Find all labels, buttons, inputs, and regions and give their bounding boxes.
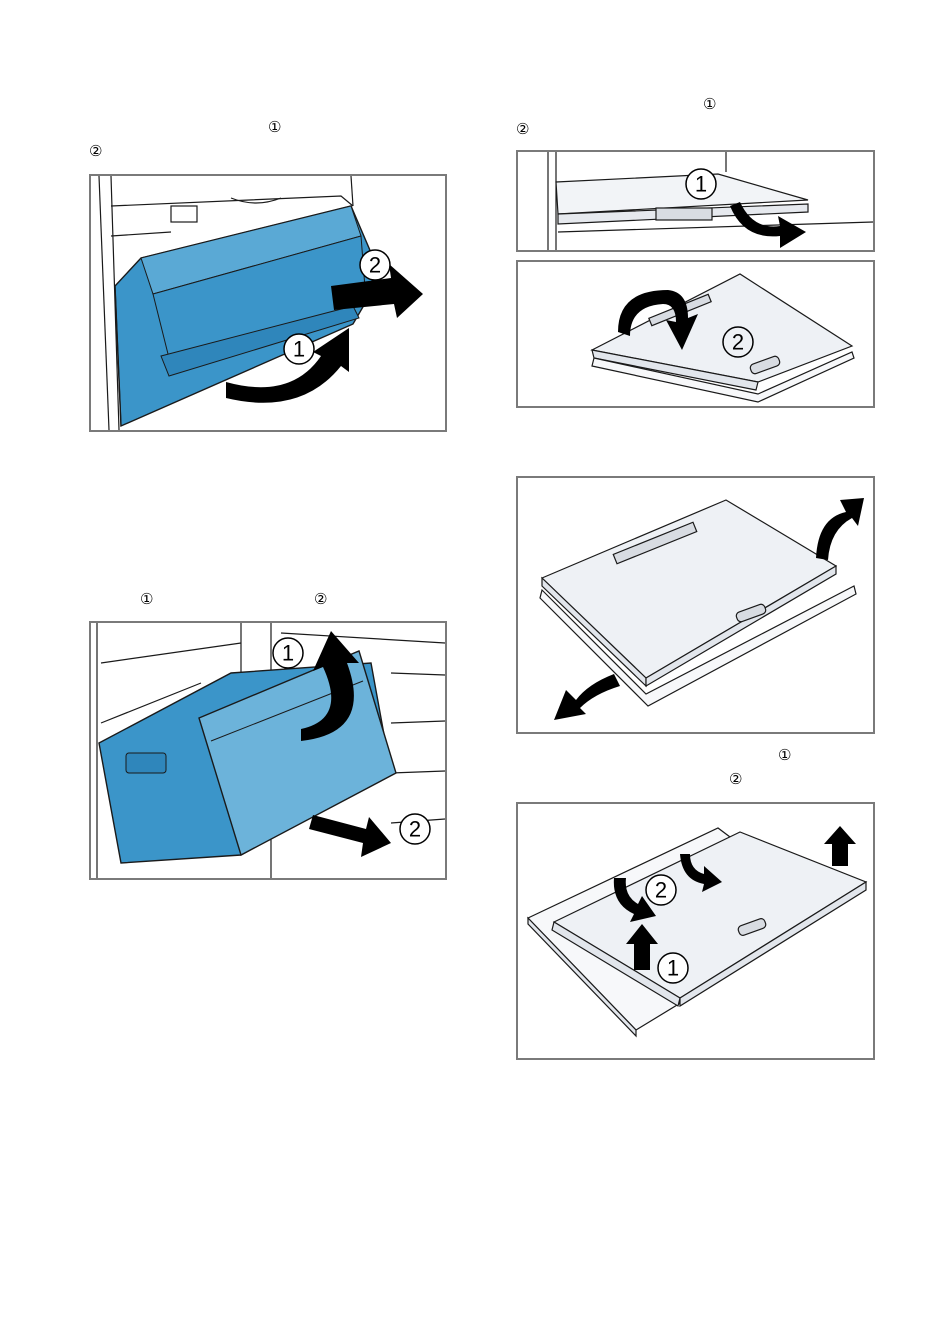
figure-flap-removal: 2 1: [89, 174, 447, 432]
flap-illustration: 2 1: [91, 176, 445, 430]
figure-drawer-removal: 1 2: [89, 621, 447, 880]
shelf-separate-illustration: 2 1: [518, 804, 873, 1058]
callout-label: 1: [667, 956, 679, 981]
step-marker-1: ①: [140, 591, 153, 607]
step-marker-2: ②: [89, 143, 102, 159]
shelf-remove-illustration: [518, 478, 873, 732]
callout-label: 2: [655, 878, 667, 903]
step-marker-1: ①: [778, 747, 791, 763]
drawer-illustration: 1 2: [91, 623, 445, 878]
arrow-icon: [309, 815, 391, 857]
callout-label: 1: [695, 172, 707, 197]
shelf-flip-illustration: 2: [518, 262, 873, 406]
figure-shelf-flip: 2: [516, 260, 875, 408]
figure-shelf-tilt: 1: [516, 150, 875, 252]
callout-label: 1: [293, 337, 305, 362]
callout-label: 2: [732, 330, 744, 355]
figure-shelf-remove: [516, 476, 875, 734]
step-marker-2: ②: [729, 771, 742, 787]
figure-shelf-separate: 2 1: [516, 802, 875, 1060]
arrow-icon: [824, 826, 856, 866]
shelf-illustration: 1: [518, 152, 873, 250]
step-marker-1: ①: [268, 119, 281, 135]
step-marker-1: ①: [703, 96, 716, 112]
callout-label: 1: [282, 641, 294, 666]
step-marker-2: ②: [516, 121, 529, 137]
arrow-icon: [816, 498, 864, 560]
callout-label: 2: [369, 253, 381, 278]
arrow-icon: [554, 674, 620, 720]
step-marker-2: ②: [314, 591, 327, 607]
callout-label: 2: [409, 817, 421, 842]
